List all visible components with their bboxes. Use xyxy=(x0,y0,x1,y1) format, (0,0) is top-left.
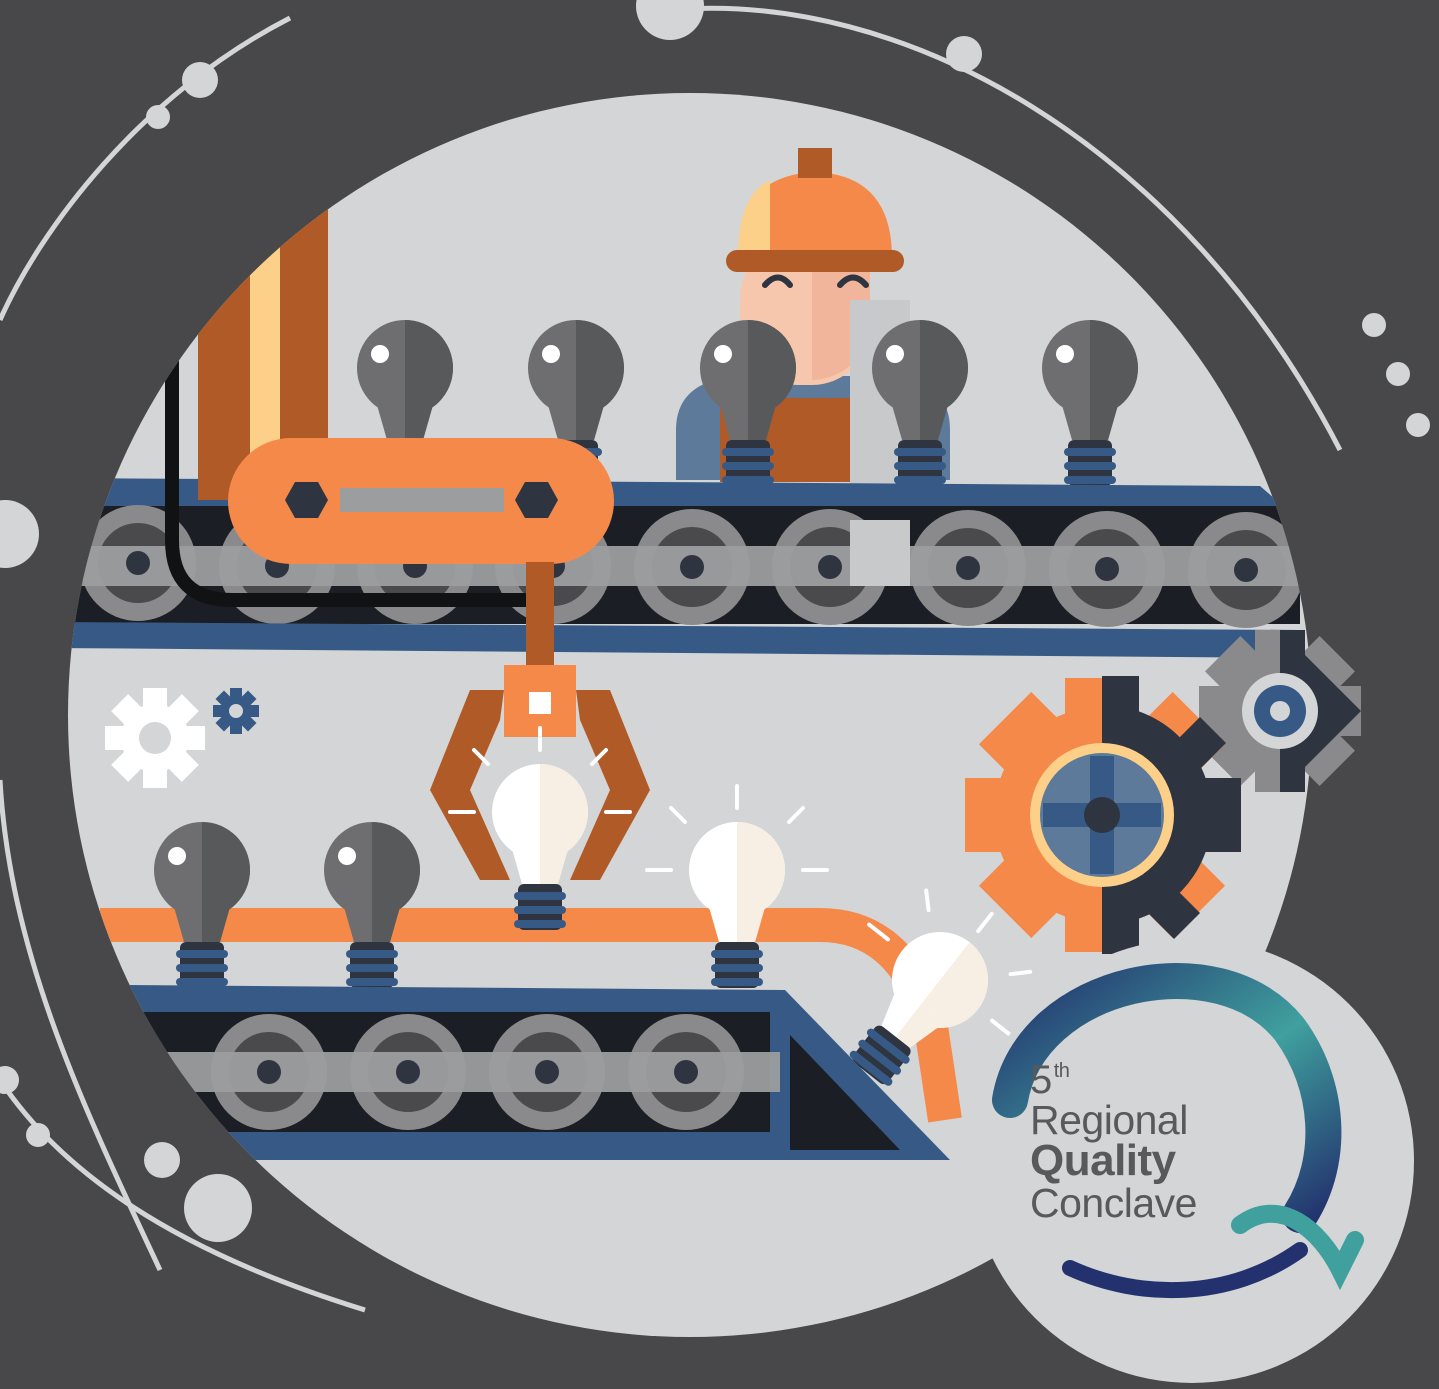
gear-icon xyxy=(213,688,259,734)
gear-icon xyxy=(1199,630,1361,792)
gear-icon xyxy=(965,676,1241,954)
gear-icon xyxy=(105,688,205,788)
logo-line-quality: Quality xyxy=(1030,1136,1176,1185)
quality-q-logo xyxy=(992,962,1364,1299)
orbit-lines xyxy=(0,5,1343,1313)
robot-claw-icon xyxy=(228,438,650,880)
logo-line-regional: Regional xyxy=(1030,1097,1188,1143)
logo-ordinal-suffix: th xyxy=(1053,1060,1070,1082)
logo-ordinal-number: 5 xyxy=(1030,1058,1052,1102)
logo-line-conclave: Conclave xyxy=(1030,1180,1197,1226)
orbit-nodes xyxy=(0,0,1430,1242)
conveyor-belt-lower xyxy=(120,985,950,1160)
